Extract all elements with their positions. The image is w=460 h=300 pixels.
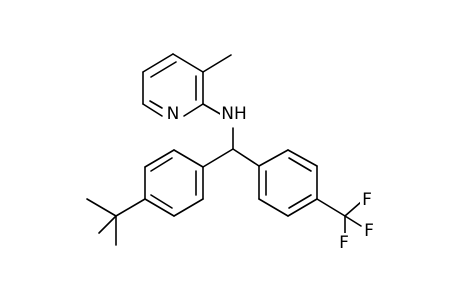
- atom-labels: N NH F F F: [164, 103, 376, 253]
- fluorine-label-2: F: [364, 221, 374, 241]
- bond: [287, 149, 318, 167]
- trifluoromethylphenyl-ring: [258, 149, 318, 217]
- bond-ch-right-ring: [232, 148, 260, 167]
- bond-double-inner: [149, 100, 163, 109]
- fluorine-label-1: F: [362, 190, 372, 210]
- label-background: [362, 221, 376, 239]
- tert-butyl-group: [86, 198, 146, 246]
- trifluoromethyl-group: [316, 198, 362, 235]
- bond: [173, 149, 204, 168]
- bond-c-f2: [344, 215, 362, 227]
- methyl-bond: [202, 54, 232, 73]
- label-background: [337, 233, 351, 251]
- ring-nitrogen-label: N: [167, 104, 180, 124]
- pyridine-ring: [142, 53, 232, 117]
- bond: [287, 198, 318, 217]
- bond: [86, 198, 117, 217]
- label-background: [360, 190, 374, 208]
- bond: [316, 198, 346, 217]
- bond-double-inner: [150, 157, 173, 172]
- bond: [98, 215, 117, 234]
- bond: [258, 198, 289, 217]
- tert-butylphenyl-ring: [144, 149, 204, 217]
- bond-double-inner: [288, 194, 312, 209]
- bond: [172, 53, 204, 73]
- bond-double-inner: [150, 194, 173, 209]
- bond: [144, 198, 175, 217]
- label-background: [164, 103, 182, 123]
- bond-double-inner: [288, 157, 312, 172]
- bond: [142, 103, 163, 117]
- bond-c-f1: [344, 201, 362, 217]
- bond: [258, 149, 289, 167]
- bond-double-inner: [150, 61, 177, 78]
- amine-label: NH: [221, 104, 247, 124]
- bond: [173, 198, 204, 217]
- bond: [115, 198, 146, 217]
- bond: [144, 149, 175, 168]
- bond-ch-left-ring: [202, 148, 234, 168]
- bond: [142, 53, 174, 73]
- label-background: [220, 103, 248, 123]
- bond-c-nh: [202, 103, 223, 116]
- fluorine-label-3: F: [339, 233, 349, 253]
- bond: [183, 103, 204, 117]
